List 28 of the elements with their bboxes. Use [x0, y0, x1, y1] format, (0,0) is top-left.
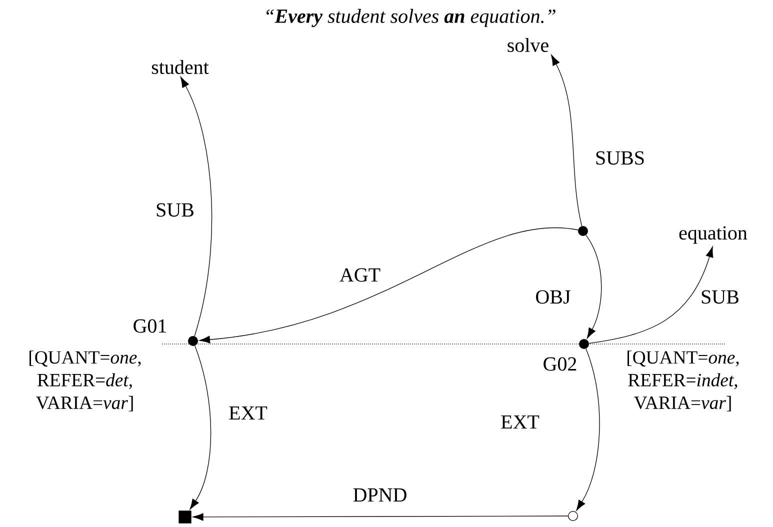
attribute-list: [QUANT=one, REFER=indet, VARIA=var]: [628, 350, 739, 412]
edge-label: SUBS: [594, 150, 646, 166]
arrow: [576, 348, 600, 511]
edge-label: DPND: [351, 487, 409, 503]
open-dot: [568, 511, 578, 521]
edge-label: OBJ: [534, 288, 572, 306]
arrow: [192, 513, 568, 521]
node-dot: [578, 226, 588, 236]
arrow: [180, 76, 212, 337]
node-name: G02: [544, 357, 576, 371]
title: “Every student solves an equation.”: [266, 8, 556, 28]
word-label: solve: [508, 38, 548, 52]
edge-label: EXT: [499, 414, 541, 430]
edge-label: SUB: [699, 288, 741, 306]
edge-label: EXT: [227, 405, 269, 421]
word-label: equation: [679, 226, 748, 244]
arrow: [190, 345, 212, 510]
node-dot: [188, 336, 198, 346]
attribute-list: [QUANT=one, REFER=det, VARIA=var]: [30, 350, 141, 412]
arrow: [586, 234, 602, 339]
arrow: [551, 54, 582, 226]
word-label: student: [152, 60, 209, 74]
arrow: [199, 227, 578, 344]
edge-label: SUB: [154, 202, 196, 218]
node-name: G01: [134, 319, 166, 333]
node-dot: [579, 339, 589, 349]
arrow: [588, 246, 714, 344]
edge-label: AGT: [338, 266, 382, 284]
